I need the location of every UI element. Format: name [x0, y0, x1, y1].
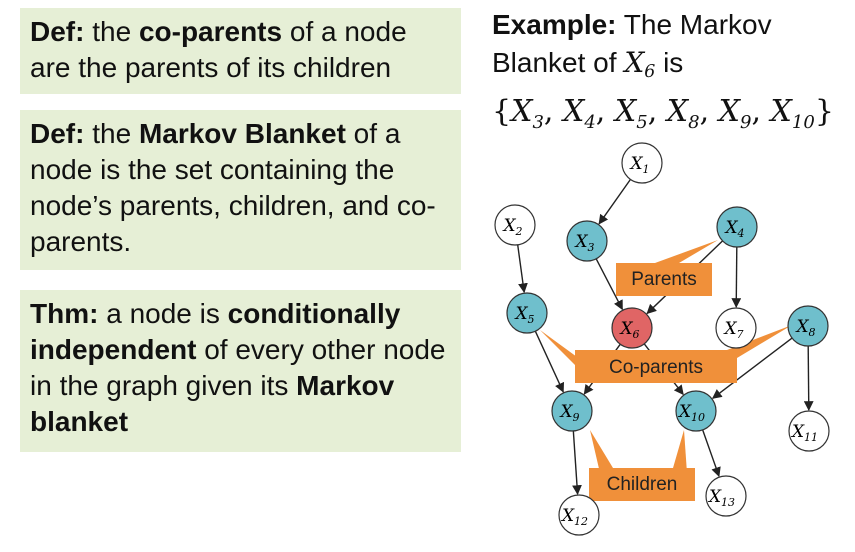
edge-x1-x3 [598, 178, 632, 225]
edge-x5-x9 [534, 330, 565, 393]
children-callout-box [589, 468, 695, 501]
edge-x4-x7 [731, 246, 742, 308]
coparents-callout-box [575, 350, 737, 383]
edge-x10-x13 [701, 429, 721, 478]
node-circle-x13 [705, 475, 747, 517]
node-circle-x4 [716, 206, 758, 248]
node-x10: X10 [675, 390, 717, 432]
node-x2: X2 [494, 204, 536, 246]
coparents-definition-box: Def: the co-parents of a node are the pa… [20, 8, 461, 94]
example-var-sub: 6 [644, 62, 656, 83]
children-callout: Children [589, 430, 695, 501]
thm-term-1: conditionally independent [30, 298, 401, 365]
node-circle-x10 [675, 390, 717, 432]
children-callout-pointer [673, 430, 687, 473]
node-circle-x3 [566, 220, 608, 262]
example-text-2: is [655, 47, 684, 78]
example-text-1: The Markov Blanket of [492, 9, 772, 78]
node-circle-x2 [494, 204, 536, 246]
example-var: X [624, 46, 645, 79]
children-callout-label: Children [607, 474, 678, 495]
def1-text-1: the [84, 16, 139, 47]
edge-x2-x5 [517, 244, 528, 294]
theorem-box: Thm: a node is conditionally independent… [20, 290, 461, 452]
edge-x8-x11 [803, 345, 814, 411]
node-x8: X8 [787, 305, 829, 347]
coparents-callout-label: Co-parents [609, 357, 703, 378]
parents-callout-box [616, 263, 712, 296]
markov-blanket-definition-box: Def: the Markov Blanket of a node is the… [20, 110, 461, 270]
node-x1: X1 [621, 142, 663, 184]
thm-text-2: of every other node in the graph given i… [30, 334, 446, 401]
example-text: Example: The Markov Blanket of X6 is {X3… [492, 6, 852, 142]
children-callout-pointer [590, 430, 613, 473]
def1-prefix: Def: [30, 16, 85, 47]
def2-term: Markov Blanket [138, 118, 346, 149]
node-x12: X12 [558, 494, 600, 536]
def1-term: co-parents [138, 16, 283, 47]
thm-prefix: Thm: [30, 298, 99, 329]
markov-blanket-set: {X3, X4, X5, X8, X9, X10} [492, 94, 834, 134]
edge-x8-x10 [711, 337, 793, 399]
node-x9: X9 [551, 390, 593, 432]
node-circle-x1 [621, 142, 663, 184]
node-circle-x5 [506, 292, 548, 334]
node-circle-x11 [788, 410, 830, 452]
node-circle-x12 [558, 494, 600, 536]
node-x11: X11 [788, 410, 830, 452]
node-circle-x6 [611, 307, 653, 349]
parents-callout-pointer [655, 240, 718, 263]
def1-text-2: of a node are the parents of its childre… [30, 16, 407, 83]
node-x7: X7 [715, 307, 757, 349]
parents-callout-label: Parents [631, 269, 696, 290]
thm-term-2: Markov blanket [30, 370, 395, 437]
node-x13: X13 [705, 475, 747, 517]
thm-text-1: a node is [98, 298, 228, 329]
coparents-callout: Co-parents [540, 325, 792, 383]
def2-text-1: the [84, 118, 139, 149]
node-circle-x8 [787, 305, 829, 347]
parents-callout: Parents [616, 240, 718, 296]
node-x5: X5 [506, 292, 548, 334]
def2-prefix: Def: [30, 118, 85, 149]
example-prefix: Example: [492, 9, 617, 40]
def2-text-2: of a node is the set containing the node… [30, 118, 436, 257]
node-x3: X3 [566, 220, 608, 262]
node-circle-x9 [551, 390, 593, 432]
node-x6: X6 [611, 307, 653, 349]
edge-x3-x6 [595, 258, 623, 311]
node-circle-x7 [715, 307, 757, 349]
node-x4: X4 [716, 206, 758, 248]
coparents-callout-pointer [727, 325, 792, 364]
edge-x9-x12 [572, 430, 582, 496]
